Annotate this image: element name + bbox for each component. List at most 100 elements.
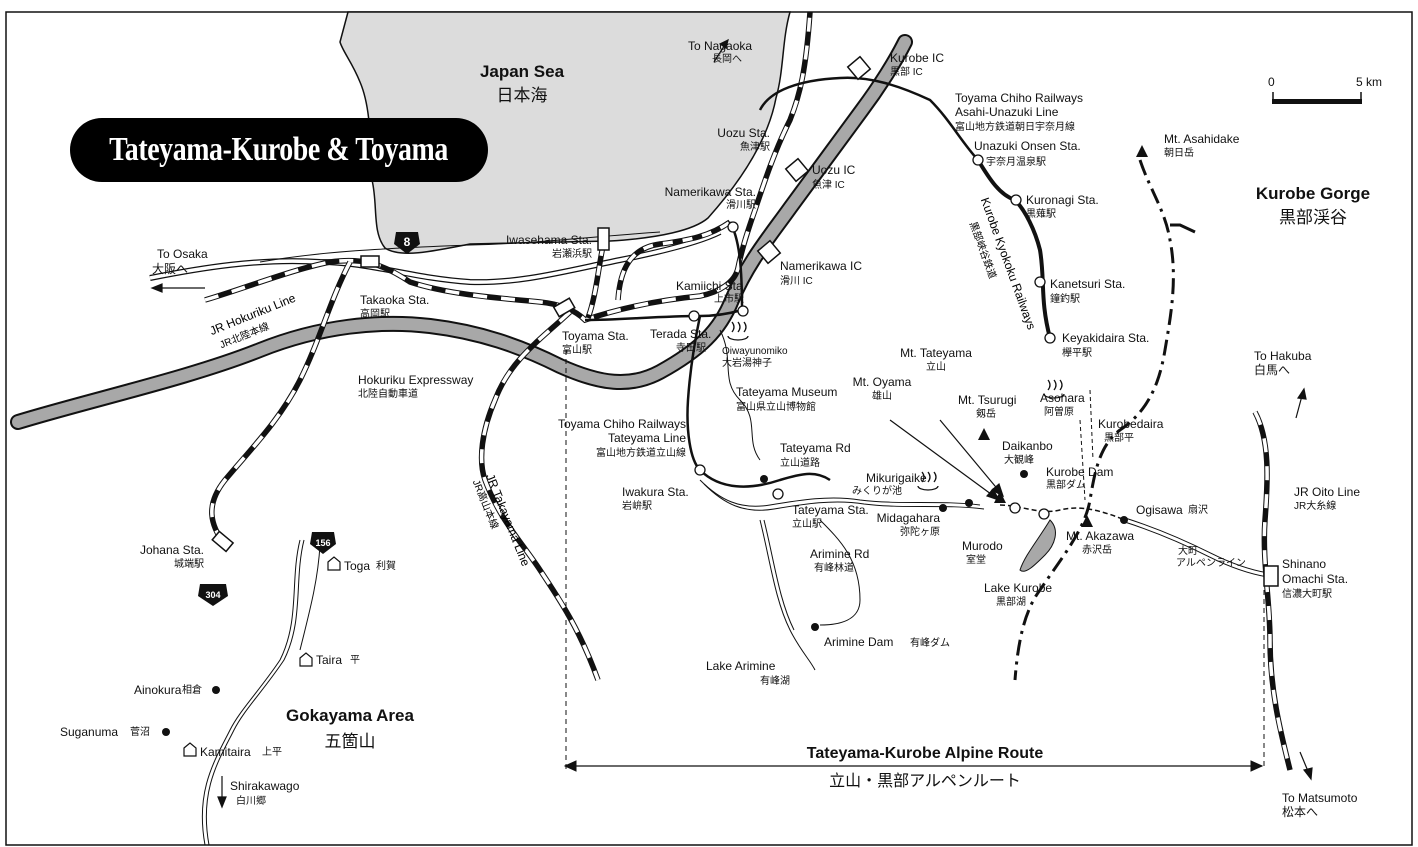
- route-8-shield-label: 8: [403, 235, 411, 249]
- direction-arrows: [150, 38, 1313, 809]
- japan-sea-label: Japan Sea: [479, 62, 565, 81]
- chiho-unazuki-label-1: Toyama Chiho Railways: [955, 91, 1084, 105]
- murodo-label: Murodo: [962, 539, 1003, 553]
- midagahara-label: Midagahara: [876, 511, 940, 525]
- namerikawa-ic-jp-label: 滑川 IC: [780, 276, 813, 287]
- kurobedaira-label: Kurobedaira: [1098, 417, 1164, 431]
- suganuma-jp-label: 菅沼: [130, 727, 150, 738]
- johana-station-label: Johana Sta.: [139, 543, 204, 557]
- kurobe-gorge-label: Kurobe Gorge: [1255, 184, 1371, 203]
- kamiichi-station-jp-label: 上市駅: [714, 294, 744, 305]
- ainokura-jp-label: 相倉: [182, 685, 202, 696]
- to-hakuba-jp-label: 白馬へ: [1254, 363, 1291, 377]
- murodo-jp-label: 室堂: [966, 555, 986, 566]
- kurobe-dam-jp-label: 黒部ダム: [1046, 480, 1086, 491]
- to-hakuba-label: To Hakuba: [1254, 349, 1312, 363]
- keyakidaira-station-label: Keyakidaira Sta.: [1062, 331, 1150, 345]
- shinano-station-label-2: Omachi Sta.: [1282, 572, 1349, 586]
- mikurigaike-label: Mikurigaike: [866, 471, 927, 485]
- prefecture-border: [1013, 159, 1175, 681]
- mt-tsurugi-jp-label: 剱岳: [976, 409, 996, 420]
- iwakura-station-label: Iwakura Sta.: [622, 485, 689, 499]
- tateyama-rd-label: Tateyama Rd: [780, 441, 851, 455]
- suganuma-label: Suganuma: [60, 725, 119, 739]
- japan-sea-jp-label: 日本海: [496, 86, 548, 105]
- taira-label: Taira: [316, 653, 343, 667]
- omachi-alpen-label-2: アルペンライン: [1176, 558, 1246, 569]
- shirakawago-label: Shirakawago: [230, 779, 300, 793]
- takaoka-station-label: Takaoka Sta.: [360, 293, 430, 307]
- unazuki-station-label: Unazuki Onsen Sta.: [974, 139, 1081, 153]
- toyama-station-jp-label: 富山駅: [562, 345, 592, 356]
- namerikawa-station-label: Namerikawa Sta.: [664, 185, 756, 199]
- uozu-station-jp-label: 魚津駅: [740, 142, 770, 153]
- kuronagi-station-jp-label: 黒薙駅: [1026, 209, 1056, 220]
- mt-oyama-label: Mt. Oyama: [852, 375, 912, 389]
- oiwayunomiko-label: Oiwayunomiko: [722, 346, 788, 357]
- terada-station-jp-label: 寺田駅: [676, 343, 706, 354]
- mt-oyama-jp-label: 雄山: [872, 391, 892, 402]
- to-osaka-jp-label: 大阪へ: [152, 262, 189, 276]
- alpine-route-jp-label: 立山・黒部アルペンルート: [829, 773, 1021, 790]
- kurobe-kyokoku-railway: [976, 158, 1052, 339]
- arimine-rd-label: Arimine Rd: [810, 547, 870, 561]
- ogisawa-jp-label: 扇沢: [1188, 505, 1208, 516]
- gokayama-label: Gokayama Area: [286, 706, 414, 725]
- chiho-tateyama-label-1: Toyama Chiho Railways: [557, 417, 686, 431]
- to-matsumoto-label: To Matsumoto: [1282, 791, 1358, 805]
- kanetsuri-station-label: Kanetsuri Sta.: [1050, 277, 1126, 291]
- uozu-station-label: Uozu Sta.: [717, 126, 770, 140]
- poi-dots: [162, 470, 1128, 736]
- to-osaka-label: To Osaka: [157, 247, 208, 261]
- shinano-station-label-1: Shinano: [1282, 557, 1327, 571]
- to-nagaoka-label: To Nagaoka: [688, 39, 753, 53]
- lake-arimine-label: Lake Arimine: [706, 659, 776, 673]
- shirakawago-jp-label: 白川郷: [236, 796, 266, 807]
- tateyama-station-label: Tateyama Sta.: [792, 503, 869, 517]
- alpine-route-arrow: [563, 350, 1265, 772]
- kurobe-ic-jp-label: 黒部 IC: [890, 67, 923, 78]
- alpine-route-label: Tateyama-Kurobe Alpine Route: [806, 745, 1044, 762]
- mikurigaike-jp-label: みくりが池: [852, 486, 902, 497]
- arimine-rd-jp-label: 有峰林道: [814, 563, 854, 574]
- keyakidaira-station-jp-label: 欅平駅: [1062, 348, 1092, 359]
- scale-bar: [1272, 92, 1362, 104]
- kamitaira-jp-label: 上平: [262, 747, 282, 758]
- tateyama-museum-jp-label: 富山県立山博物館: [736, 402, 816, 413]
- chiho-unazuki-label-2: Asahi-Unazuki Line: [955, 105, 1059, 119]
- terada-station-label: Terada Sta.: [650, 327, 712, 341]
- gokayama-jp-label: 五箇山: [324, 732, 376, 751]
- tateyama-station-jp-label: 立山駅: [792, 519, 822, 530]
- mt-akazawa-label: Mt. Akazawa: [1066, 529, 1135, 543]
- chiho-tateyama-label-2: Tateyama Line: [607, 431, 686, 445]
- to-nagaoka-jp-label: 長岡へ: [712, 54, 742, 65]
- kuronagi-station-label: Kuronagi Sta.: [1026, 193, 1099, 207]
- iwakura-station-jp-label: 岩峅駅: [622, 501, 652, 512]
- ogisawa-label: Ogisawa: [1136, 503, 1183, 517]
- omachi-alpen-label-1: 大町: [1178, 546, 1198, 557]
- daikanbo-label: Daikanbo: [1002, 439, 1053, 453]
- kamitaira-label: Kamitaira: [200, 745, 251, 759]
- tateyama-museum-label: Tateyama Museum: [736, 385, 838, 399]
- kamiichi-station-label: Kamiichi Sta.: [676, 279, 747, 293]
- map-title: Tateyama-Kurobe & Toyama: [70, 118, 488, 182]
- asohara-jp-label: 阿曽原: [1044, 407, 1074, 418]
- route-shields: [198, 232, 420, 606]
- kurobe-gorge-jp-label: 黒部渓谷: [1279, 208, 1347, 227]
- interchange-markers: [211, 55, 1279, 587]
- mt-tateyama-label: Mt. Tateyama: [900, 346, 972, 360]
- uozu-ic-label: Uozu IC: [812, 163, 856, 177]
- toga-label: Toga: [344, 559, 371, 573]
- toyama-station-label: Toyama Sta.: [562, 329, 629, 343]
- lake-kurobe-label: Lake Kurobe: [984, 581, 1053, 595]
- arimine-dam-jp-label: 有峰ダム: [910, 638, 950, 649]
- namerikawa-station-jp-label: 滑川駅: [726, 200, 756, 211]
- japan-sea: [339, 11, 791, 254]
- kanetsuri-station-jp-label: 鐘釣駅: [1050, 294, 1080, 305]
- iwasehama-station-label: Iwasehama Sta.: [505, 233, 592, 247]
- namerikawa-ic-label: Namerikawa IC: [780, 259, 863, 273]
- mt-asahidake-jp-label: 朝日岳: [1164, 148, 1194, 159]
- uozu-ic-jp-label: 魚津 IC: [812, 180, 845, 191]
- ainokura-label: Ainokura: [134, 683, 182, 697]
